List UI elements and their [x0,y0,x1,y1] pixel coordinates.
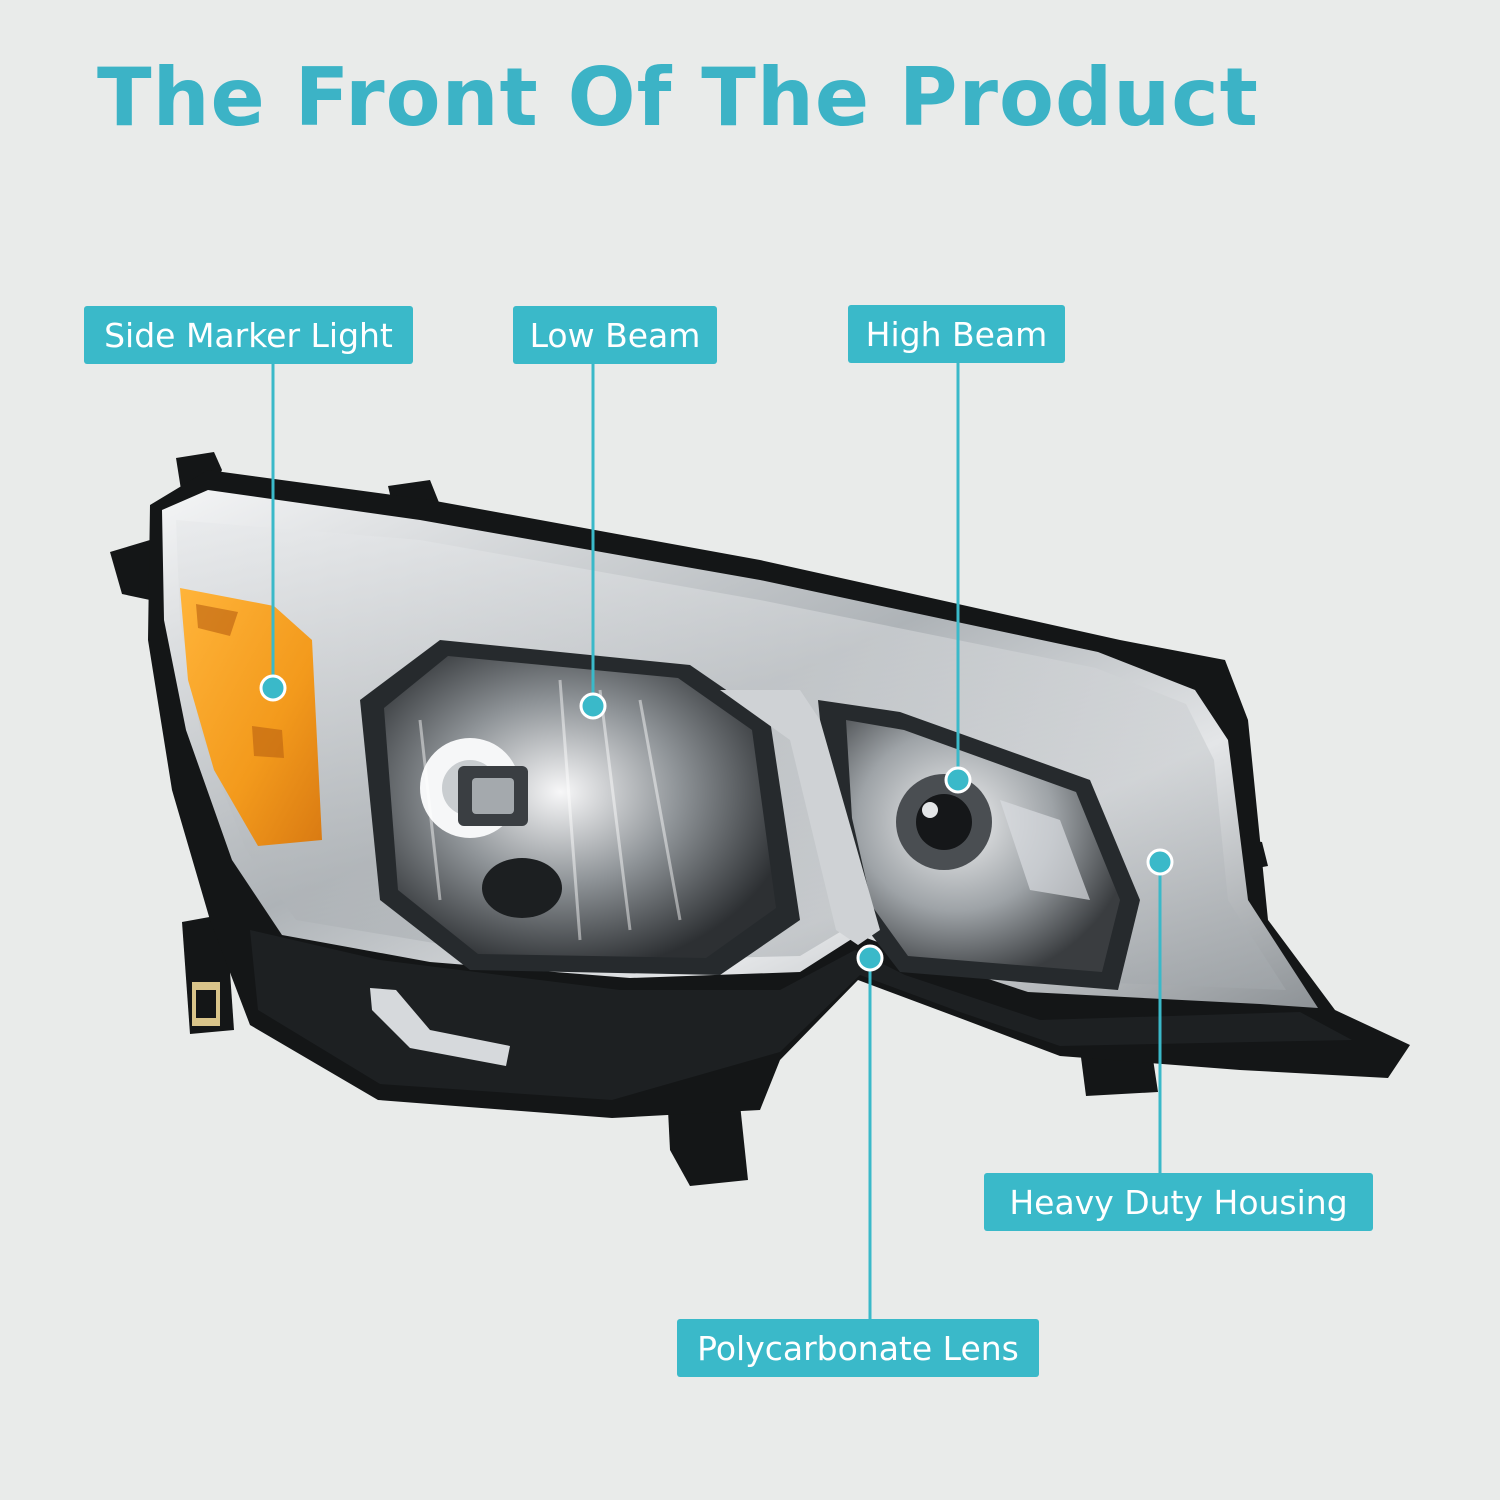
page-title: The Front Of The Product [97,51,1259,144]
low-beam-anchor-dot [579,692,607,720]
amber-side-marker [180,588,322,846]
callout-low-beam: Low Beam [513,306,717,364]
chrome-divider [720,690,880,945]
low-beam-reflector [360,640,800,975]
lens-anchor-dot [856,944,884,972]
callout-polycarbonate-lens: Polycarbonate Lens [677,1319,1039,1377]
high-beam-projector [818,700,1140,990]
callout-high-beam: High Beam [848,305,1065,363]
callout-side-marker-light: Side Marker Light [84,306,413,364]
housing-lip [250,930,1352,1100]
callout-heavy-duty-housing: Heavy Duty Housing [984,1173,1373,1231]
anchor-dots [259,674,1174,972]
lower-light-strip [370,988,510,1066]
housing-anchor-dot [1146,848,1174,876]
side-marker-anchor-dot [259,674,287,702]
leader-lines [271,363,1162,1319]
high-beam-anchor-dot [944,766,972,794]
